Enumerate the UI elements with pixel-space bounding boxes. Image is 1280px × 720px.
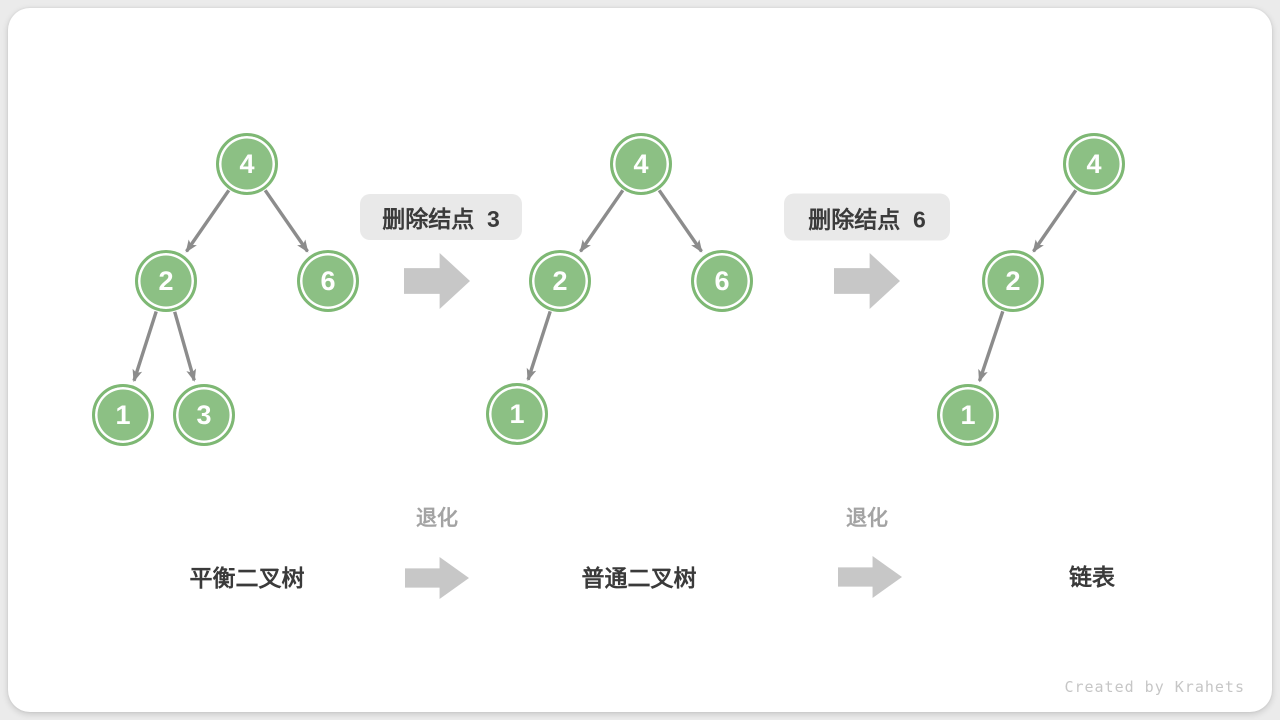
diagram-card [8,8,1272,712]
delete-node-3-label: 删除结点 3 [382,206,500,232]
caption-ordinary-binary-tree: 普通二叉树 [581,565,697,591]
watermark: Created by Krahets [1064,678,1245,696]
delete-node-6-label: 删除结点 6 [808,206,926,232]
caption-balanced-binary-tree: 平衡二叉树 [189,565,305,591]
delete-node-3-label-box: 删除结点 3 [360,194,522,240]
degrade-label: 退化 [416,507,458,530]
degrade-label: 退化 [846,507,888,530]
caption-linked-list: 链表 [1069,564,1115,590]
delete-node-6-label-box: 删除结点 6 [784,193,950,241]
